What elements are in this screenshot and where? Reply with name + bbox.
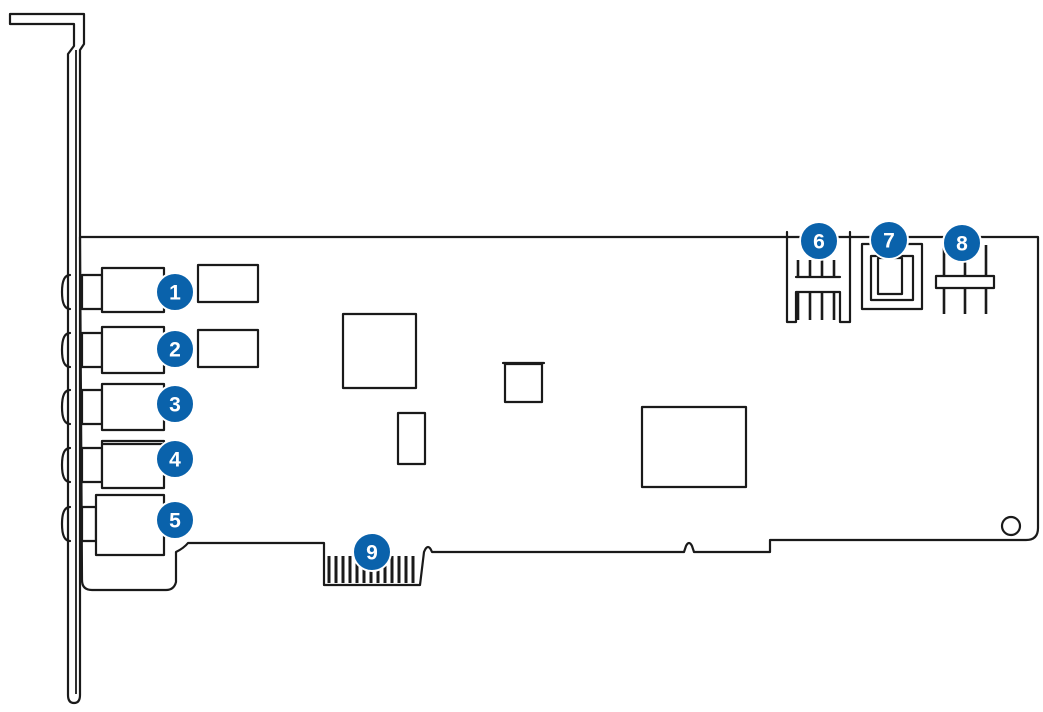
callout-circle <box>155 439 195 479</box>
callout-circle <box>799 221 839 261</box>
callout-marker-2: 2 <box>155 329 195 369</box>
square-chip <box>503 362 544 404</box>
callout-label: 2 <box>169 339 181 362</box>
callout-label: 9 <box>366 542 378 565</box>
large-chip <box>640 405 748 489</box>
audio-jack-4 <box>60 439 166 490</box>
component-block <box>196 263 260 304</box>
audio-jack-2 <box>60 325 166 375</box>
front-panel-audio-header <box>785 230 852 324</box>
callout-circle <box>352 532 392 572</box>
pcb-board <box>78 235 1040 592</box>
callout-marker-8: 8 <box>942 223 982 263</box>
callout-circle <box>869 220 909 260</box>
callout-label: 3 <box>169 394 181 417</box>
callout-marker-9: 9 <box>352 532 392 572</box>
callout-label: 8 <box>956 233 968 256</box>
callout-marker-4: 4 <box>155 439 195 479</box>
component-block <box>196 328 260 369</box>
callout-label: 5 <box>169 510 181 533</box>
callout-marker-5: 5 <box>155 500 195 540</box>
mounting-bracket <box>8 12 86 705</box>
audio-jacks <box>60 266 166 557</box>
callout-label: 6 <box>813 231 825 254</box>
callout-circle <box>942 223 982 263</box>
mounting-hole <box>1000 515 1022 537</box>
aux-input-connector <box>860 242 924 311</box>
main-chip <box>341 312 418 390</box>
audio-jack-1 <box>60 266 166 314</box>
callout-circle <box>155 384 195 424</box>
callout-circle <box>155 500 195 540</box>
callout-label: 7 <box>883 230 895 253</box>
callout-circle <box>155 329 195 369</box>
callout-label: 4 <box>169 449 181 472</box>
callout-marker-6: 6 <box>799 221 839 261</box>
small-chip <box>396 411 427 466</box>
callout-marker-3: 3 <box>155 384 195 424</box>
audio-jack-3 <box>60 382 166 432</box>
callout-circle <box>155 272 195 312</box>
optical-output-port <box>60 493 166 557</box>
callout-label: 1 <box>169 282 181 305</box>
callout-marker-7: 7 <box>869 220 909 260</box>
callout-marker-1: 1 <box>155 272 195 312</box>
